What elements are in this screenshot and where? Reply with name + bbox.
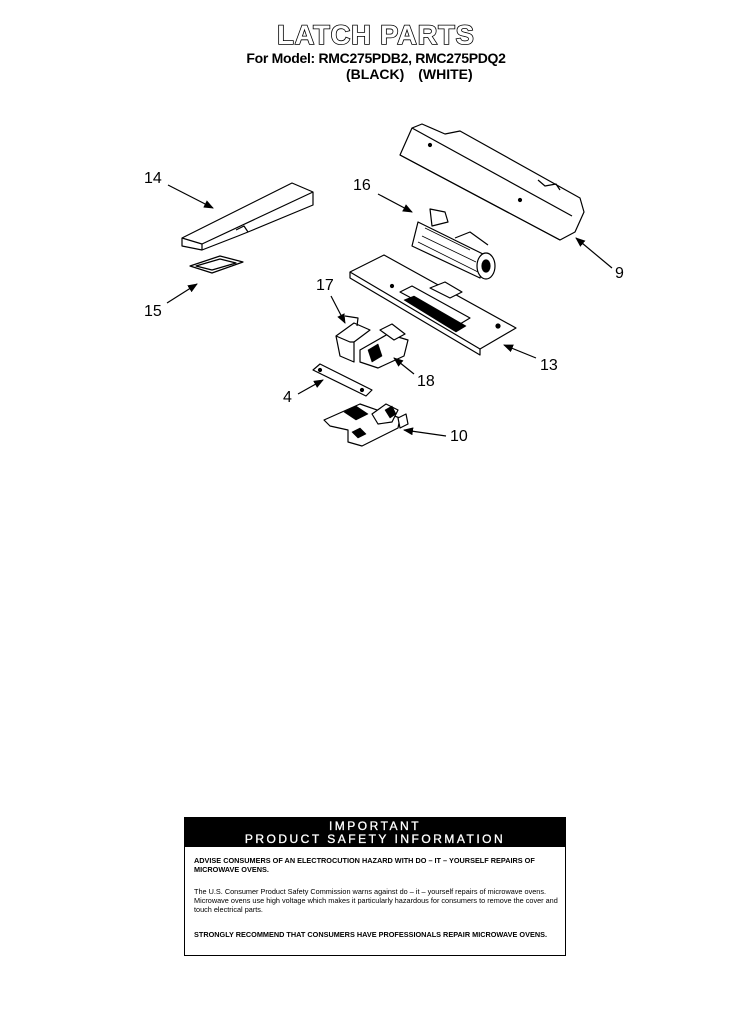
part-4-lever [312,363,373,397]
notice-body: The U.S. Consumer Product Safety Commiss… [194,887,558,914]
leader-13 [503,344,537,359]
part-16-motor [411,208,496,280]
part-13-mount-plate [349,254,517,356]
part-10-switch-assembly [323,403,409,447]
callout-15: 15 [144,303,162,320]
callout-18: 18 [417,373,435,390]
color-black-label: (BLACK) [346,66,405,82]
safety-notice-heading: IMPORTANT PRODUCT SAFETY INFORMATION [185,818,565,847]
callout-13: 13 [540,357,558,374]
leader-17 [330,295,346,324]
leader-16 [377,193,413,213]
part-15-plate [189,255,244,274]
safety-notice-box: IMPORTANT PRODUCT SAFETY INFORMATION ADV… [184,817,566,956]
leader-15 [166,283,198,304]
notice-heading-line2: PRODUCT SAFETY INFORMATION [244,832,506,846]
notice-warning: ADVISE CONSUMERS OF AN ELECTROCUTION HAZ… [194,856,535,874]
leader-4 [297,379,324,395]
callout-4: 4 [283,389,292,406]
leader-10 [403,427,447,437]
leader-18 [393,357,415,375]
color-white-label: (WHITE) [418,66,473,82]
notice-heading-line1: IMPORTANT [328,819,422,833]
callout-9: 9 [615,265,624,282]
leader-14 [167,184,214,209]
page-title: LATCH PARTS [276,19,475,51]
color-line: (BLACK) (WHITE) [346,66,483,82]
callout-17: 17 [316,277,334,294]
model-line: For Model: RMC275PDB2, RMC275PDQ2 [246,50,506,66]
part-14-channel [181,182,314,251]
callout-16: 16 [353,177,371,194]
part-9-latch-cover [399,123,585,241]
callout-10: 10 [450,428,468,445]
notice-recommendation: STRONGLY RECOMMEND THAT CONSUMERS HAVE P… [194,930,547,939]
part-17-bracket [335,315,371,363]
leader-9 [575,237,613,269]
callout-14: 14 [144,170,162,187]
